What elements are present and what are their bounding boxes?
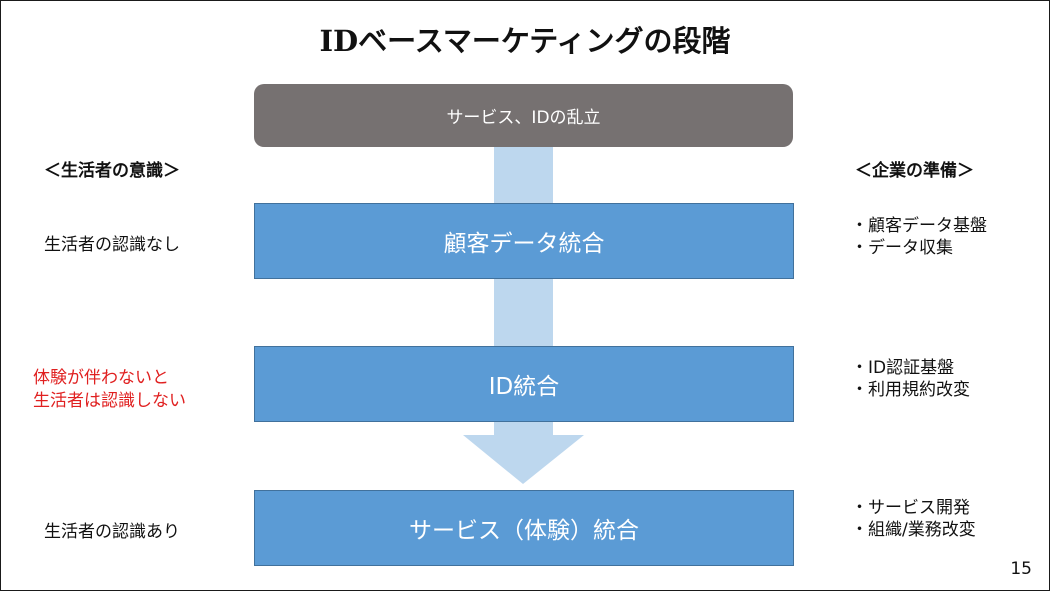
- right-column-header: ＜企業の準備＞: [855, 161, 974, 181]
- top-box: サービス、IDの乱立: [254, 84, 793, 147]
- company-prep-3: ・サービス開発 ・組織/業務改変: [851, 497, 976, 541]
- stage-box-customer-data: 顧客データ統合: [254, 203, 794, 279]
- company-prep-2-line-2: ・利用規約改変: [851, 380, 970, 400]
- consumer-awareness-2: 体験が伴わないと 生活者は認識しない: [33, 367, 186, 413]
- stage-label: サービス（体験）統合: [409, 518, 639, 544]
- company-prep-1-line-2: ・データ収集: [851, 238, 953, 258]
- arrow-head: [463, 435, 584, 484]
- stage-box-service: サービス（体験）統合: [254, 490, 794, 566]
- top-box-label: サービス、IDの乱立: [446, 108, 601, 128]
- consumer-awareness-2-line-1: 体験が伴わないと: [33, 368, 169, 388]
- slide-title: IDベースマーケティングの段階: [319, 24, 731, 58]
- stage-label: ID統合: [488, 374, 560, 400]
- company-prep-2: ・ID認証基盤 ・利用規約改変: [851, 357, 970, 401]
- stage-box-id: ID統合: [254, 346, 794, 422]
- company-prep-2-line-1: ・ID認証基盤: [851, 358, 955, 378]
- stage-label: 顧客データ統合: [443, 231, 605, 257]
- company-prep-1-line-1: ・顧客データ基盤: [851, 216, 987, 236]
- consumer-awareness-3: 生活者の認識あり: [44, 522, 180, 542]
- company-prep-3-line-1: ・サービス開発: [851, 498, 970, 518]
- consumer-awareness-2-line-2: 生活者は認識しない: [33, 391, 186, 411]
- company-prep-1: ・顧客データ基盤 ・データ収集: [851, 215, 987, 259]
- company-prep-3-line-2: ・組織/業務改変: [851, 520, 976, 540]
- consumer-awareness-1: 生活者の認識なし: [44, 235, 180, 255]
- left-column-header: ＜生活者の意識＞: [44, 161, 180, 181]
- page-number: 15: [1010, 559, 1032, 579]
